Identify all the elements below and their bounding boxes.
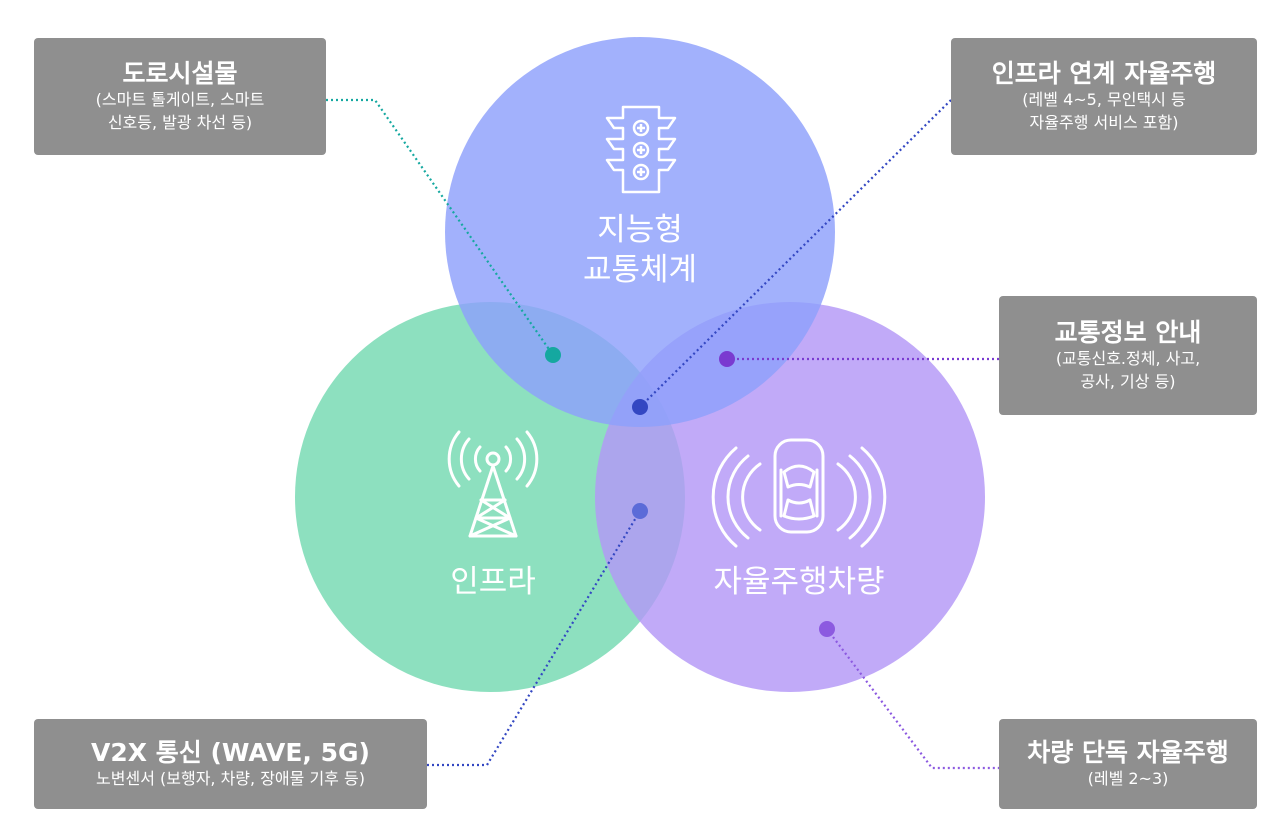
leader-v2x [427,510,641,767]
box-traffic-info-title: 교통정보 안내 [1054,318,1202,348]
box-v2x-sub1: 노변센서 (보행자, 차량, 장애물 기후 등) [96,768,365,788]
dot-road-facilities [545,347,561,363]
box-v2x: V2X 통신 (WAVE, 5G) 노변센서 (보행자, 차량, 장애물 기후 … [34,719,427,809]
box-infra-autonomous-title: 인프라 연계 자율주행 [991,59,1217,89]
box-traffic-info-sub2: 공사, 기상 등) [1080,371,1176,391]
box-v2x-title: V2X 통신 (WAVE, 5G) [91,737,370,767]
box-infra-autonomous: 인프라 연계 자율주행 (레벨 4~5, 무인택시 등 자율주행 서비스 포함) [951,38,1257,155]
circle-label-infra: 인프라 [450,564,536,600]
traffic-light-icon [605,105,677,194]
circle-label-vehicle: 자율주행차량 [713,564,884,600]
leader-road-facilities [326,98,554,356]
circle-its [445,37,835,427]
dot-infra-autonomous [632,399,648,415]
box-infra-autonomous-sub1: (레벨 4~5, 무인택시 등 [1022,90,1186,110]
dot-traffic-info [719,351,735,367]
box-vehicle-autonomous: 차량 단독 자율주행 (레벨 2~3) [999,719,1257,809]
box-vehicle-autonomous-sub1: (레벨 2~3) [1087,768,1169,788]
dot-v2x [632,503,648,519]
box-road-facilities-sub1: (스마트 톨게이트, 스마트 [95,90,265,110]
box-road-facilities-title: 도로시설물 [122,59,238,89]
box-infra-autonomous-sub2: 자율주행 서비스 포함) [1029,112,1179,132]
dot-vehicle-autonomous [819,621,835,637]
circle-label-its-line1: 지능형 [597,212,683,248]
box-road-facilities-sub2: 신호등, 발광 차선 등) [107,112,253,132]
car-signal-icon [711,438,887,548]
box-vehicle-autonomous-title: 차량 단독 자율주행 [1027,737,1229,767]
box-traffic-info-sub1: (교통신호.정체, 사고, [1055,349,1201,369]
antenna-tower-icon [447,430,539,538]
circle-label-its-line2: 교통체계 [583,252,697,288]
box-traffic-info: 교통정보 안내 (교통신호.정체, 사고, 공사, 기상 등) [999,296,1257,415]
box-road-facilities: 도로시설물 (스마트 톨게이트, 스마트 신호등, 발광 차선 등) [34,38,326,155]
